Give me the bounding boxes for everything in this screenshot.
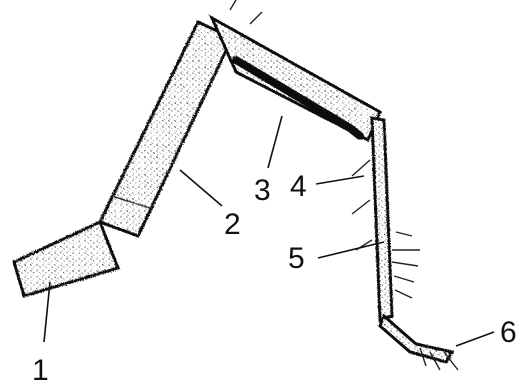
- leader-line-5: [318, 242, 384, 258]
- leader-line-6: [456, 332, 494, 346]
- leader-line-3: [268, 116, 282, 168]
- label-6: 6: [500, 316, 517, 349]
- leader-line-4: [316, 176, 364, 184]
- leader-lines: [44, 116, 494, 346]
- label-1: 1: [32, 354, 49, 387]
- label-4: 4: [290, 170, 307, 203]
- tibia-segment: [212, 18, 380, 140]
- label-2: 2: [224, 208, 241, 241]
- label-3: 3: [254, 174, 271, 207]
- tarsus-segment: [372, 118, 452, 362]
- coxa-segment: [14, 222, 118, 296]
- leader-line-2: [180, 170, 222, 206]
- femur-segment: [100, 22, 232, 236]
- label-5: 5: [288, 242, 305, 275]
